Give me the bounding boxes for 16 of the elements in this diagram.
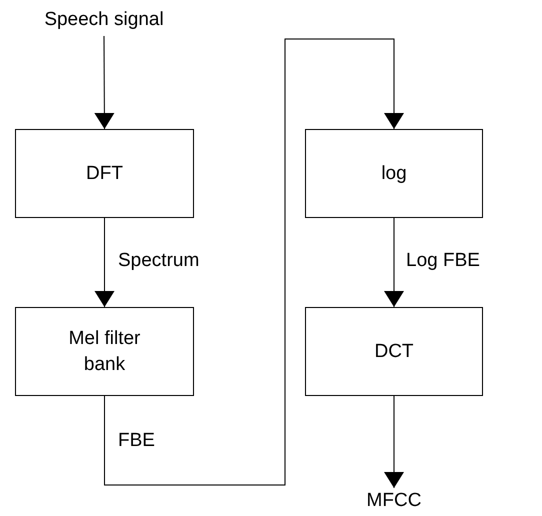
- arrow: [94, 218, 114, 308]
- signal-label: Speech signal: [44, 8, 164, 32]
- process-box: [305, 307, 483, 396]
- box-label: Mel filter bank: [68, 326, 142, 376]
- process-box: [305, 129, 483, 218]
- process-box: [15, 129, 194, 218]
- box-label: log: [381, 162, 407, 186]
- arrow: [104, 38, 404, 486]
- process-box: [15, 307, 194, 396]
- arrow: [384, 218, 404, 308]
- edge-label: Spectrum: [116, 250, 202, 272]
- box-label: DFT: [86, 162, 123, 186]
- arrow: [384, 396, 404, 488]
- arrow: [94, 36, 114, 130]
- signal-label: MFCC: [366, 489, 422, 514]
- box-label: DCT: [374, 340, 414, 364]
